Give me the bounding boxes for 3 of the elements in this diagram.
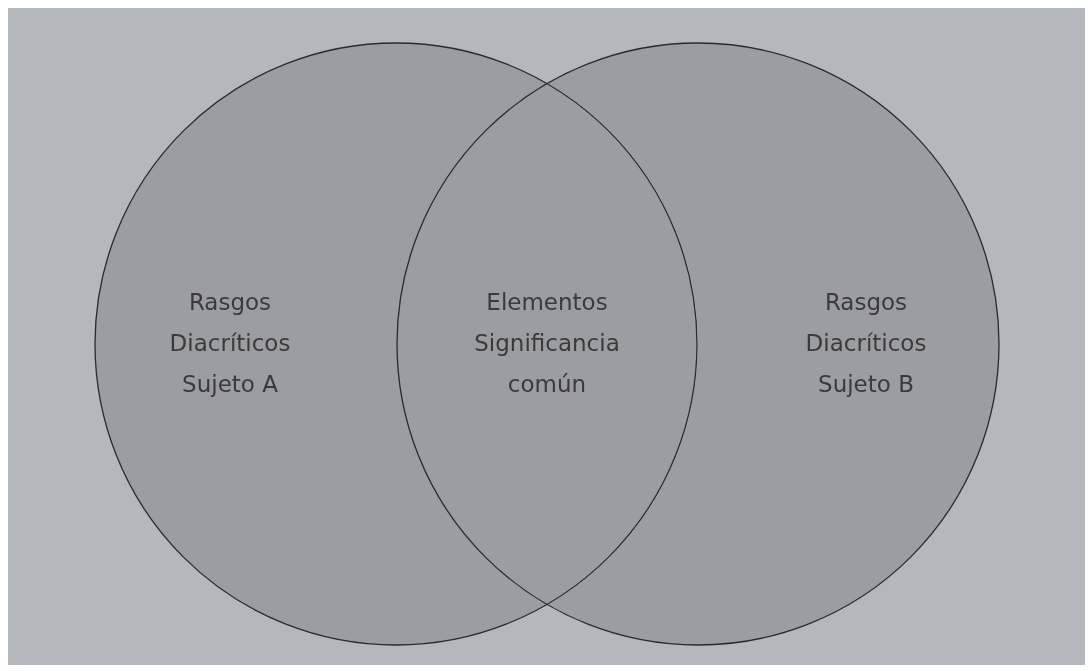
set-label: Rasgos Diacríticos Sujeto A	[168, 288, 292, 399]
set-label: Rasgos Diacríticos Sujeto B	[804, 288, 928, 399]
intersection-label: Elementos Significancia común	[473, 288, 621, 399]
